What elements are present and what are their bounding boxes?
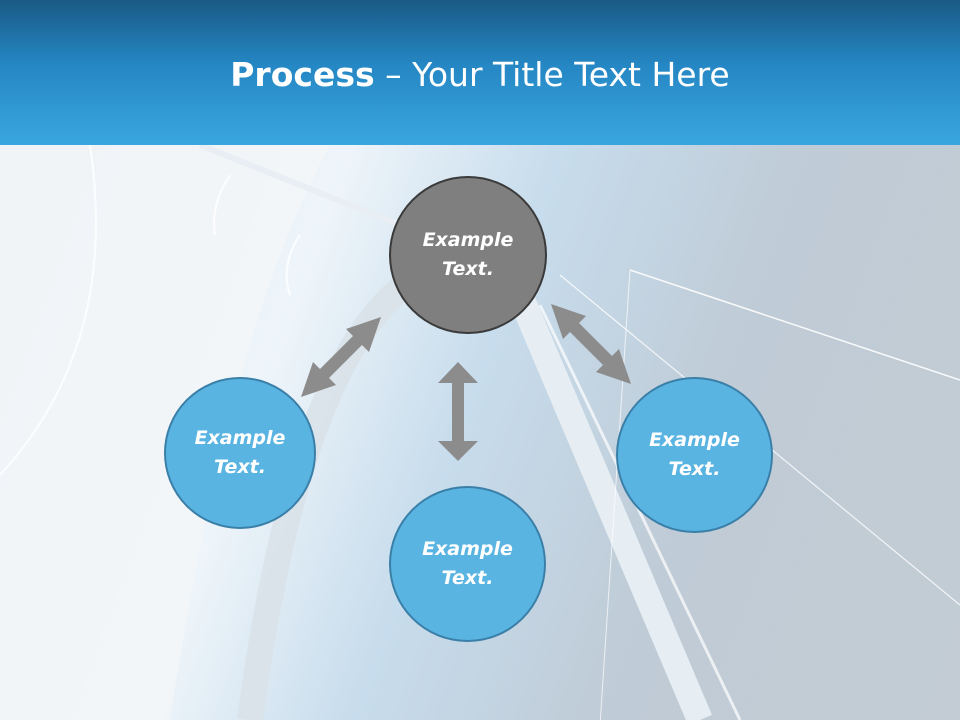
sail-illustration [0,145,960,720]
node-top-text: Example Text. [422,229,514,280]
node-bottom-text: Example Text. [422,538,513,589]
slide-title: Process – Your Title Text Here [0,55,960,95]
title-rest: – Your Title Text Here [374,55,730,94]
title-bold: Process [230,55,375,94]
node-bottom: Example Text. [389,486,546,642]
header-bar: Process – Your Title Text Here [0,0,960,145]
double-arrow-left [301,317,381,397]
node-top: Example Text. [389,176,547,334]
node-right: Example Text. [616,377,773,533]
node-right-text: Example Text. [649,429,740,480]
double-arrow-right [551,304,631,384]
double-arrow-vertical [438,362,478,461]
node-left: Example Text. [164,377,316,529]
node-left-text: Example Text. [194,427,286,478]
